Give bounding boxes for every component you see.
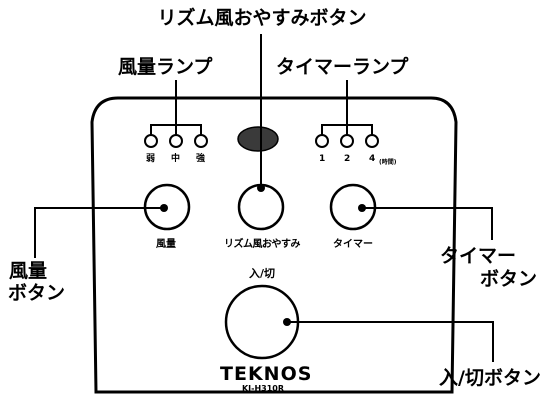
power-button-leader-dot bbox=[283, 318, 291, 326]
wind-lamp-callout: 風量ランプ bbox=[118, 56, 213, 78]
timer-button-callout-line2: ボタン bbox=[480, 268, 538, 290]
indicator-window bbox=[237, 126, 279, 152]
timer-lamp-4 bbox=[365, 134, 379, 148]
wind-lamp-bracket bbox=[150, 80, 202, 135]
timer-button-leader-line bbox=[362, 207, 493, 240]
wind-lamp-strong bbox=[194, 134, 208, 148]
wind-lamp-label-medium: 中 bbox=[171, 154, 181, 164]
timer-button-leader-dot bbox=[358, 204, 366, 212]
power-button-leader-line bbox=[287, 321, 494, 362]
timer-lamp-label-4: 4 bbox=[369, 154, 376, 164]
timer-button-label: タイマー bbox=[333, 239, 373, 250]
timer-lamp-1 bbox=[315, 134, 329, 148]
wind-button-leader-line bbox=[34, 207, 164, 258]
timer-lamp-callout: タイマーランプ bbox=[276, 56, 409, 78]
rhythm-leader-dot bbox=[257, 184, 265, 192]
wind-lamp-label-weak: 弱 bbox=[146, 154, 156, 164]
wind-button-callout-line1: 風量 bbox=[9, 260, 48, 282]
timer-lamp-label-2: 2 bbox=[344, 154, 351, 164]
wind-lamp-weak bbox=[144, 134, 158, 148]
wind-lamp-medium bbox=[169, 134, 183, 148]
timer-lamp-2 bbox=[340, 134, 354, 148]
timer-unit-label: (時間) bbox=[379, 159, 397, 166]
power-button-label: 入/切 bbox=[248, 267, 276, 280]
model-number: KI-H310R bbox=[241, 384, 285, 393]
wind-button-leader-dot bbox=[160, 204, 168, 212]
brand-logo: TEKNOS bbox=[220, 363, 313, 385]
power-button-callout: 入/切ボタン bbox=[439, 367, 541, 389]
timer-lamp-label-1: 1 bbox=[319, 154, 326, 164]
remote-body bbox=[90, 96, 458, 394]
wind-lamp-label-strong: 強 bbox=[196, 154, 206, 164]
rhythm-wind-button-label: リズム風おやすみ bbox=[224, 239, 301, 250]
wind-button-label: 風量 bbox=[156, 239, 176, 250]
timer-lamp-bracket bbox=[321, 80, 373, 135]
rhythm-wind-button-callout: リズム風おやすみボタン bbox=[157, 7, 367, 29]
timer-button-callout-line1: タイマー bbox=[440, 245, 517, 267]
wind-button-callout-line2: ボタン bbox=[8, 282, 66, 304]
